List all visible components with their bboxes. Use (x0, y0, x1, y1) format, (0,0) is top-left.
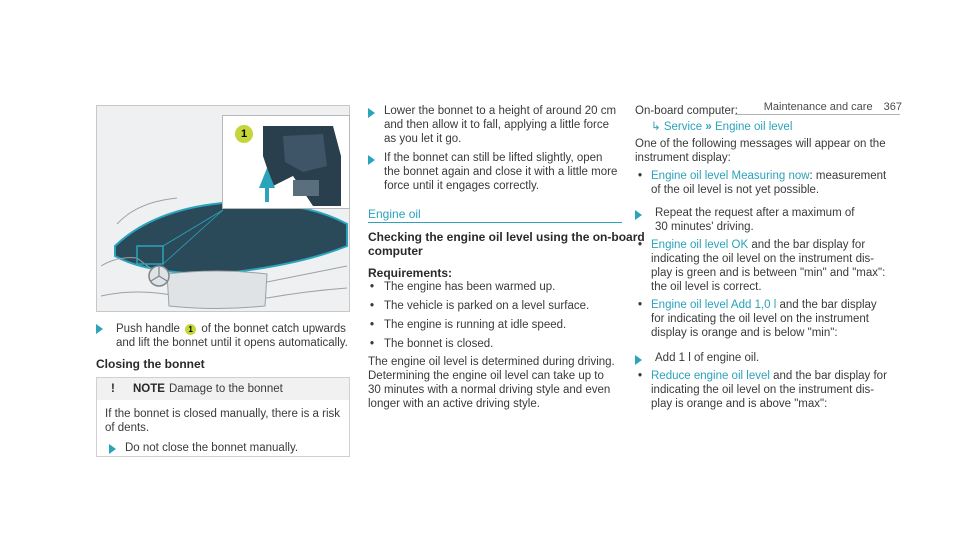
message-measuring: Engine oil level Measuring now: measurem… (651, 169, 886, 183)
section-rule (368, 222, 622, 223)
step-text: Lower the bonnet to a height of around 2… (384, 105, 617, 117)
message-text: play is green and is between "min" and "… (651, 267, 886, 279)
message-label: Engine oil level OK (651, 239, 749, 251)
note-step: Do not close the bonnet manually. (125, 442, 299, 454)
message-reduce: Reduce engine oil level and the bar disp… (651, 369, 887, 383)
requirements-heading: Requirements: (368, 266, 453, 280)
message-text: and the bar display (776, 299, 877, 311)
note-body: of dents. (105, 422, 150, 434)
message-label: Engine oil level Measuring now (651, 170, 810, 182)
step-text: and then allow it to fall, applying a li… (384, 119, 610, 131)
message-text: play is orange and is above "max": (651, 398, 828, 410)
car-front-drawing (100, 155, 348, 309)
step-text: 30 minutes' driving. (655, 221, 754, 233)
intro-line: One of the following messages will appea… (635, 138, 886, 150)
return-arrow-icon: ↳ (651, 121, 661, 133)
message-text: of the oil level is not yet possible. (651, 184, 820, 196)
page-header: Maintenance and care 367 (764, 100, 902, 114)
bullet: • (638, 239, 643, 251)
bullet: • (638, 370, 643, 382)
bullet: • (638, 299, 643, 311)
double-chevron-icon: » (705, 121, 712, 133)
message-ok: Engine oil level OK and the bar display … (651, 238, 865, 252)
callout-1-icon: 1 (185, 324, 197, 335)
step-arrow-icon (109, 444, 116, 454)
paragraph-line: The engine oil level is determined durin… (368, 356, 615, 368)
step-arrow-icon (368, 155, 375, 165)
warning-icon: ! (111, 383, 115, 395)
step-arrow-icon (635, 210, 642, 220)
requirement-item: The vehicle is parked on a level surface… (384, 300, 590, 312)
bullet: • (638, 170, 643, 182)
message-text: indicating the oil level on the instrume… (651, 384, 875, 396)
menu-path-engine-oil-level: Engine oil level (715, 121, 793, 133)
page-number: 367 (883, 101, 902, 113)
message-add: Engine oil level Add 1,0 l and the bar d… (651, 298, 877, 312)
intro-line: instrument display: (635, 152, 731, 164)
callout-1-badge: 1 (235, 125, 253, 143)
bullet: • (370, 300, 375, 312)
bonnet-catch-detail (259, 126, 341, 206)
step-arrow-icon (635, 355, 642, 365)
step-text: and lift the bonnet until it opens autom… (116, 337, 348, 349)
message-text: display is orange and is below "min": (651, 327, 838, 339)
closing-bonnet-heading: Closing the bonnet (96, 357, 205, 371)
menu-path-service: Service (663, 121, 703, 133)
step-arrow-icon (368, 108, 375, 118)
note-header: ! NOTE Damage to the bonnet (97, 378, 349, 400)
note-box: ! NOTE Damage to the bonnet If the bonne… (96, 377, 350, 457)
paragraph-line: 30 minutes with a normal driving style a… (368, 384, 611, 396)
step-arrow-icon (96, 324, 103, 334)
step-text: of the bonnet catch upwards (201, 323, 346, 335)
note-label: NOTE (133, 383, 165, 395)
message-text: for indicating the oil level on the inst… (651, 313, 869, 325)
checking-heading: Checking the engine oil level using the … (368, 230, 645, 244)
step-text: Repeat the request after a maximum of (655, 207, 855, 219)
message-text: and the bar display for (769, 370, 887, 382)
step-text: the bonnet again and close it with a lit… (384, 166, 618, 178)
note-title: Damage to the bonnet (169, 383, 283, 395)
requirement-item: The engine has been warmed up. (384, 281, 556, 293)
note-body: If the bonnet is closed manually, there … (105, 408, 341, 420)
step-text: as you let it go. (384, 133, 462, 145)
message-label: Engine oil level Add 1,0 l (651, 299, 777, 311)
section-title: Maintenance and care (763, 101, 873, 113)
step-text: force until it engages correctly. (384, 180, 540, 192)
bullet: • (370, 281, 375, 293)
bullet: • (370, 319, 375, 331)
menu-path: ↳ Service » Engine oil level (651, 120, 792, 134)
step-text: Add 1 l of engine oil. (655, 352, 760, 364)
step-push-handle: Push handle 1 of the bonnet catch upward… (96, 322, 356, 352)
checking-heading: computer (368, 244, 423, 258)
message-text: and the bar display for (748, 239, 866, 251)
message-text: indicating the oil level on the instrume… (651, 253, 875, 265)
message-text: the oil level is correct. (651, 281, 762, 293)
paragraph-line: longer with an active driving style. (368, 398, 540, 410)
paragraph-line: Determining the engine oil level can tak… (368, 370, 604, 382)
step-text: If the bonnet can still be lifted slight… (384, 152, 603, 164)
message-text: : measurement (809, 170, 887, 182)
engine-oil-section-title: Engine oil (368, 207, 421, 221)
requirement-item: The engine is running at idle speed. (384, 319, 567, 331)
onboard-computer-label: On-board computer: (635, 105, 738, 117)
step-text: Push handle (116, 323, 180, 335)
requirement-item: The bonnet is closed. (384, 338, 494, 350)
detail-inset: 1 (222, 115, 350, 209)
message-label: Reduce engine oil level (651, 370, 770, 382)
bullet: • (370, 338, 375, 350)
header-rule (735, 114, 900, 115)
